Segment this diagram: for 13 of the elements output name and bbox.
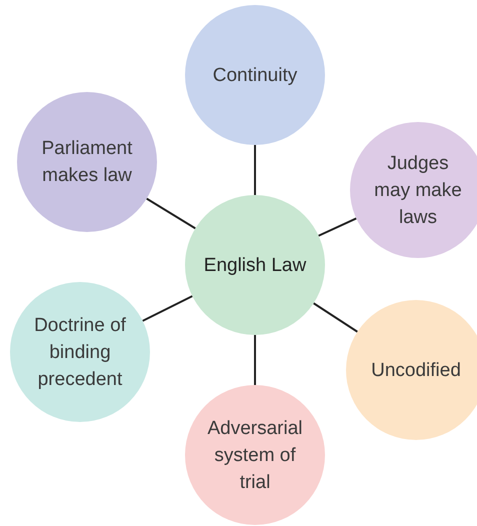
connector-line — [318, 218, 357, 237]
connector-line — [142, 295, 193, 322]
topic-label: Continuity — [212, 64, 298, 88]
topic-label: Parliament makes law — [40, 137, 134, 188]
topic-label: Adversarial system of trial — [206, 416, 304, 494]
connector-line — [254, 145, 256, 195]
topic-label: Uncodified — [371, 358, 461, 382]
topic-label: Doctrine of binding precedent — [33, 314, 127, 392]
connector-line — [313, 302, 358, 333]
connector-line — [146, 198, 196, 230]
topic-label: Judges may make laws — [373, 152, 463, 230]
connector-line — [254, 335, 256, 385]
topic-label: English Law — [204, 254, 306, 278]
